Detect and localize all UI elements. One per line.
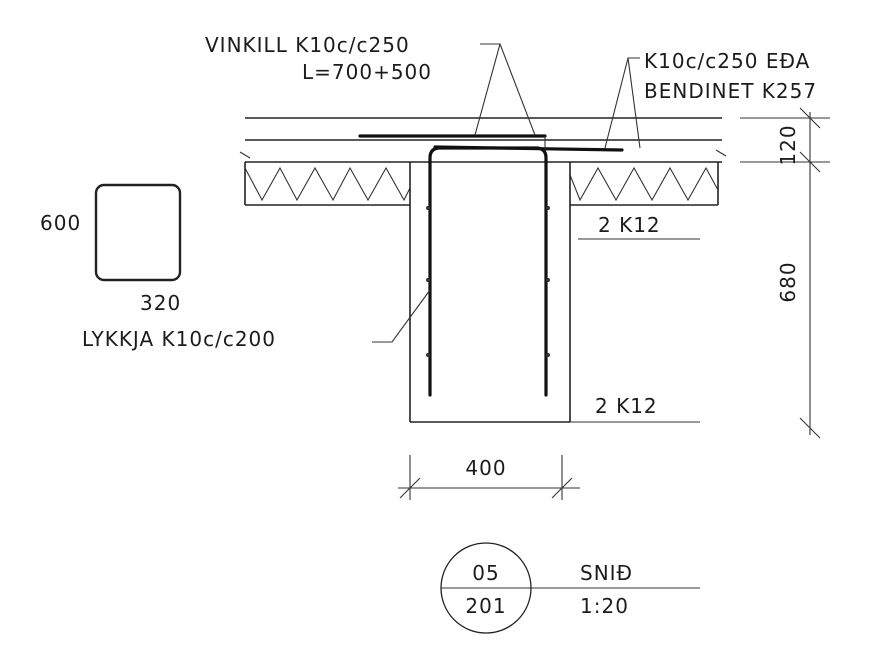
leader-k10-2 [627,57,641,149]
insulation-left [244,162,411,206]
insulation-truss-right [569,166,719,202]
dim-400: 400 [465,456,506,480]
beam [409,146,700,423]
leader-lykkja [372,289,431,343]
insulation-truss-left [244,166,411,202]
label-stirrup-width: 320 [140,291,181,315]
scale-label: 1:20 [580,594,629,618]
label-k10-1: K10c/c250 EÐA [644,49,810,73]
slab-break-left [239,151,251,159]
dimension-right [740,107,830,439]
dim-120: 120 [776,124,800,165]
dimension-bottom [398,455,580,500]
label-lykkja: LYKKJA K10c/c200 [82,327,276,351]
leader-vinkill-2 [499,43,536,136]
label-k10-2: BENDINET K257 [644,79,817,103]
slab [239,117,727,163]
leader-k10-1 [604,57,640,149]
dim-680: 680 [776,261,800,302]
stirrup-shape [94,183,182,282]
slab-break-right [715,149,727,157]
section-title: SNIÐ [580,561,633,585]
stirrup-loop [428,146,548,397]
label-bar-bottom: 2 K12 [595,394,658,418]
label-vinkill-2: L=700+500 [302,60,432,84]
label-vinkill-1: VINKILL K10c/c250 [205,33,410,57]
insulation-right [569,162,719,206]
leaders [372,43,700,343]
label-stirrup-height: 600 [40,211,81,235]
label-bar-top: 2 K12 [598,213,661,237]
detail-number: 05 [472,561,499,585]
sheet-number: 201 [465,594,506,618]
title-block: 05 201 SNIÐ 1:20 [440,542,700,634]
leader-vinkill-1 [474,43,501,136]
